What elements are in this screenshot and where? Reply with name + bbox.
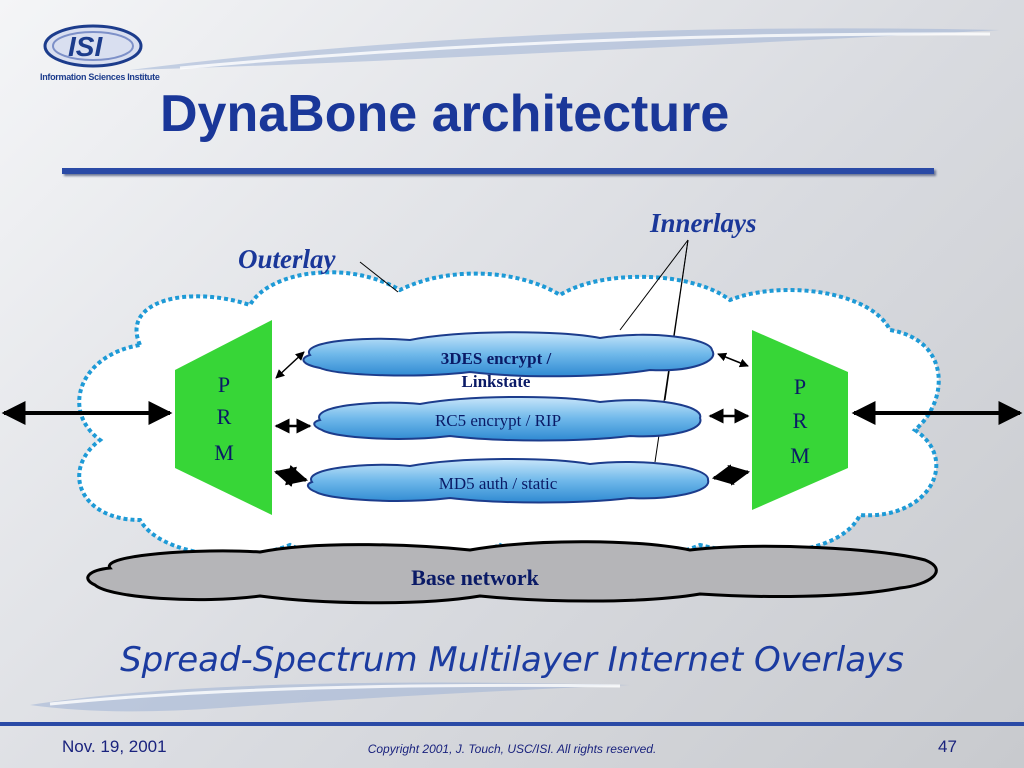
connection-arrows	[1, 351, 1023, 488]
logo-subtitle: Information Sciences Institute	[40, 72, 160, 82]
base-network-cloud: Base network	[86, 540, 938, 605]
arrow-left-innerlay-3	[273, 464, 309, 488]
logo-text: ISI	[68, 31, 103, 62]
slide-subtitle: Spread-Spectrum Multilayer Internet Over…	[120, 640, 904, 680]
innerlay-cloud-3: MD5 auth / static	[306, 458, 710, 504]
arrow-right-innerlay-3	[711, 464, 751, 486]
prm-right-r: R	[793, 408, 808, 433]
innerlay-3-label: MD5 auth / static	[439, 474, 558, 493]
isi-logo: ISI	[43, 24, 143, 68]
prm-left: P R M	[175, 320, 272, 515]
prm-right-m: M	[790, 443, 810, 468]
innerlay-2-label: RC5 encrypt / RIP	[435, 411, 561, 430]
title-rule	[62, 168, 934, 174]
prm-left-p: P	[218, 372, 230, 397]
page-number: 47	[938, 737, 957, 756]
arrow-left-innerlay-1	[275, 351, 305, 379]
prm-left-r: R	[217, 404, 232, 429]
prm-right: P R M	[752, 330, 848, 510]
arrow-right-innerlay-1	[717, 352, 749, 368]
innerlays-label: Innerlays	[649, 208, 757, 238]
outerlay-label: Outerlay	[238, 244, 337, 274]
footer-rule	[0, 722, 1024, 726]
slide-title: DynaBone architecture	[160, 85, 730, 143]
dynabone-diagram: Base network 3DES encrypt / Linkstate RC…	[1, 208, 1023, 605]
base-network-label: Base network	[411, 565, 539, 590]
prm-right-p: P	[794, 374, 806, 399]
footer-copyright: Copyright 2001, J. Touch, USC/ISI. All r…	[367, 742, 657, 756]
innerlay-cloud-2: RC5 encrypt / RIP	[313, 396, 702, 442]
innerlay-1-line2: Linkstate	[462, 372, 531, 391]
outerlay-leader-line	[359, 261, 399, 293]
footer-date: Nov. 19, 2001	[62, 737, 167, 756]
footer-swoosh	[30, 682, 630, 712]
header-swoosh	[130, 28, 1000, 70]
prm-left-m: M	[214, 440, 234, 465]
innerlay-1-line1: 3DES encrypt /	[441, 349, 552, 368]
innerlay-cloud-1: 3DES encrypt / Linkstate	[302, 331, 715, 391]
